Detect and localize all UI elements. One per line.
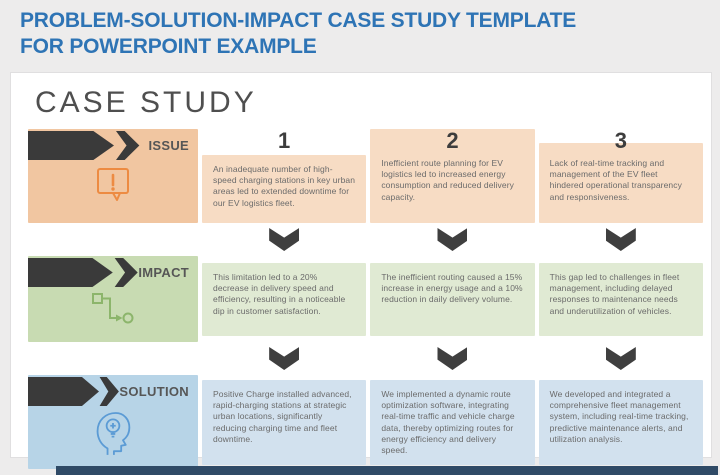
impact-cell-1: This limitation led to a 20% decrease in… <box>202 256 367 342</box>
down-arrow-icon <box>437 347 468 370</box>
impact-row-label: IMPACT <box>138 265 189 280</box>
down-arrow-icon <box>437 228 468 251</box>
issue-text-box-3: Lack of real-time tracking and managemen… <box>538 143 703 223</box>
solution-cell-1: Positive Charge installed advanced, rapi… <box>202 375 367 469</box>
arrow-row-2 <box>28 347 703 370</box>
case-study-slide: CASE STUDY ISSUE 1 An inadequate number … <box>10 72 712 470</box>
solution-cell-2: We implemented a dynamic route optimizat… <box>370 375 535 469</box>
impact-row: IMPACT This limitation led to a 20% decr… <box>28 256 703 342</box>
chevron-banner-shape <box>28 377 99 406</box>
solution-panel: SOLUTION <box>28 375 198 470</box>
impact-cell-3: This gap led to challenges in fleet mana… <box>538 256 703 342</box>
issue-row-label: ISSUE <box>148 138 189 153</box>
column-number-1: 1 <box>278 128 291 153</box>
head-lightbulb-icon <box>28 406 198 457</box>
issue-panel: ISSUE <box>28 129 198 223</box>
issue-text-box-1: An inadequate number of high-speed charg… <box>202 155 367 223</box>
speech-bubble-exclamation-icon <box>28 160 198 207</box>
down-arrow-icon <box>605 228 636 251</box>
impact-cell-2: The inefficient routing caused a 15% inc… <box>370 256 535 342</box>
impact-text-box-2: The inefficient routing caused a 15% inc… <box>370 263 535 336</box>
chevron-banner-shape <box>28 258 113 287</box>
issue-chevron-banner: ISSUE <box>28 131 198 160</box>
solution-chevron-banner: SOLUTION <box>28 377 198 406</box>
impact-chevron-banner: IMPACT <box>28 258 198 287</box>
impact-panel: IMPACT <box>28 256 198 342</box>
solution-text-box-3: We developed and integrated a comprehens… <box>538 380 703 466</box>
solution-row-label: SOLUTION <box>119 384 189 399</box>
down-arrow-icon <box>605 347 636 370</box>
down-arrow-icon <box>269 347 300 370</box>
page-title-line1: PROBLEM-SOLUTION-IMPACT CASE STUDY TEMPL… <box>20 9 577 32</box>
issue-row: ISSUE 1 An inadequate number of high-spe… <box>28 129 703 223</box>
issue-text-box-2: Inefficient route planning for EV logist… <box>370 129 535 223</box>
arrow-row-spacer <box>28 228 198 251</box>
chevron-banner-shape <box>28 131 114 160</box>
arrow-row-1 <box>28 228 703 251</box>
down-arrow-icon <box>269 228 300 251</box>
process-flow-icon <box>28 287 198 328</box>
arrow-row-spacer <box>28 347 198 370</box>
issue-cell-3: 3 Lack of real-time tracking and managem… <box>538 128 703 223</box>
next-section-edge <box>56 466 718 475</box>
issue-cell-1: 1 An inadequate number of high-speed cha… <box>202 128 367 223</box>
page-header: PROBLEM-SOLUTION-IMPACT CASE STUDY TEMPL… <box>0 0 720 59</box>
column-number-2: 2 <box>446 128 459 153</box>
solution-cell-3: We developed and integrated a comprehens… <box>538 375 703 469</box>
issue-cell-2: 2 Inefficient route planning for EV logi… <box>370 128 535 223</box>
page-title-line2: FOR POWERPOINT EXAMPLE <box>20 34 317 58</box>
page-title: PROBLEM-SOLUTION-IMPACT CASE STUDY TEMPL… <box>20 8 702 59</box>
solution-text-box-1: Positive Charge installed advanced, rapi… <box>202 380 367 466</box>
slide-title: CASE STUDY <box>35 86 257 119</box>
impact-text-box-1: This limitation led to a 20% decrease in… <box>202 263 367 336</box>
solution-text-box-2: We implemented a dynamic route optimizat… <box>370 380 535 466</box>
solution-row: SOLUTION Positive Charge installed advan… <box>28 375 703 470</box>
impact-text-box-3: This gap led to challenges in fleet mana… <box>538 263 703 336</box>
column-number-3: 3 <box>614 128 627 153</box>
